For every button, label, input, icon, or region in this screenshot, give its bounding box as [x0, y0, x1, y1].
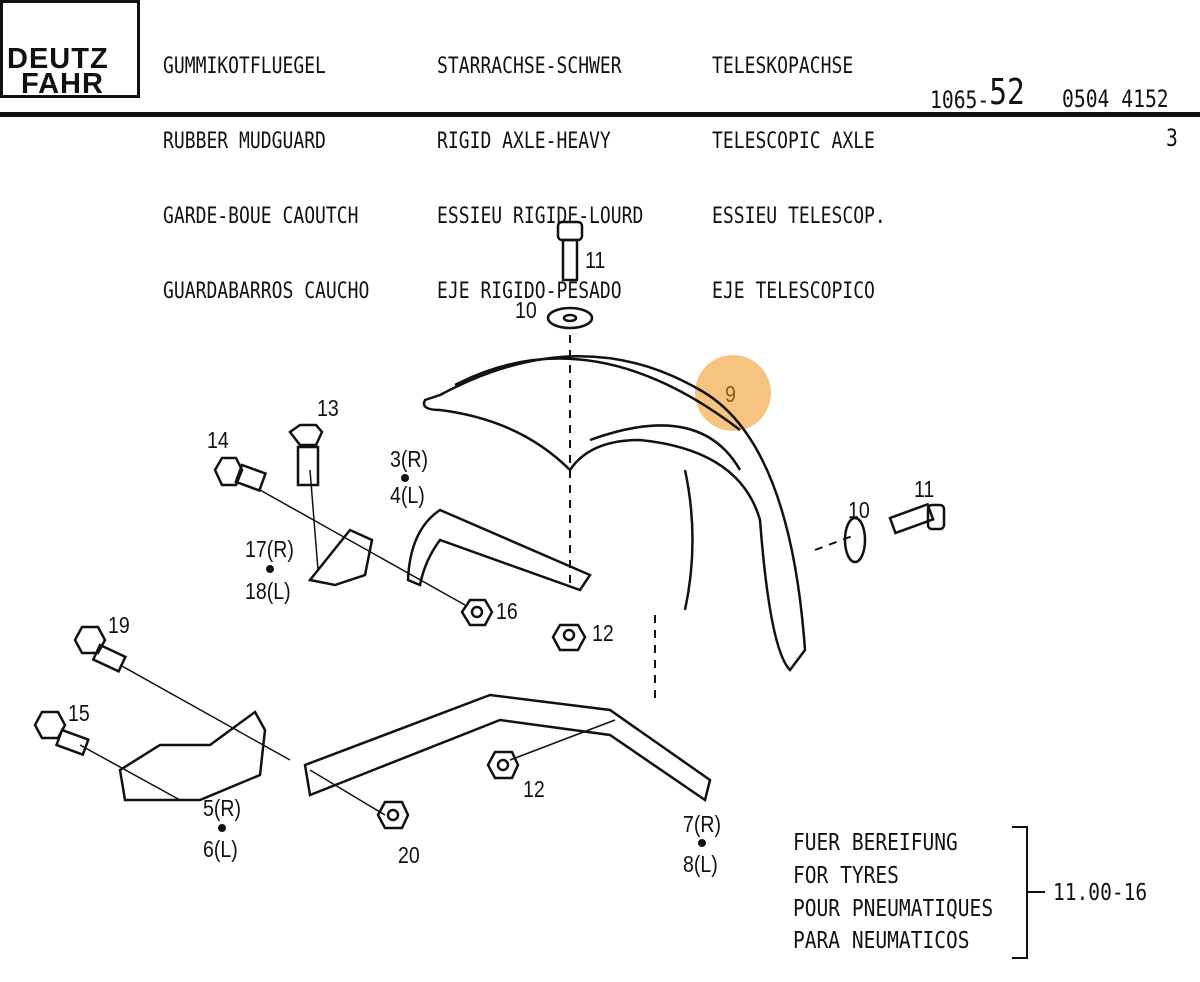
tyres-line: FUER BEREIFUNG — [793, 830, 958, 856]
callout-dot — [218, 824, 226, 832]
callout-8: 8(L) — [683, 851, 718, 877]
callout-11: 11 — [585, 247, 606, 273]
callout-11-right: 11 — [914, 476, 935, 502]
callout-14: 14 — [207, 427, 229, 453]
title-line: TELESKOPACHSE — [712, 54, 854, 79]
title-line: STARRACHSE-SCHWER — [437, 54, 622, 79]
bracket-3-4 — [406, 508, 592, 592]
callout-12-bottom: 12 — [523, 776, 545, 802]
leader-lines — [79, 469, 616, 816]
title-line: EJE TELESCOPICO — [712, 279, 875, 304]
callout-19: 19 — [108, 612, 130, 638]
tyre-size: 11.00-16 — [1053, 880, 1148, 906]
washer-10-right — [843, 516, 867, 564]
callout-6: 6(L) — [203, 836, 238, 862]
washer-10-top — [546, 306, 594, 330]
bolt-13 — [288, 423, 324, 487]
assembly-lines — [569, 335, 856, 700]
bolt-14 — [213, 456, 268, 493]
title-line: RUBBER MUDGUARD — [163, 129, 326, 154]
callout-15: 15 — [68, 700, 90, 726]
group-suffix: 52 — [989, 72, 1025, 113]
tyres-line: POUR PNEUMATIQUES — [793, 896, 994, 922]
callout-10-right: 10 — [848, 497, 870, 523]
bracket-5-6 — [118, 710, 267, 802]
group-prefix: 1065- — [930, 86, 990, 114]
callout-12: 12 — [592, 620, 614, 646]
callout-dot — [266, 565, 274, 573]
title-line: EJE RIGIDO-PESADO — [437, 279, 622, 304]
group-number: 1065-52 — [930, 75, 1025, 114]
callout-5: 5(R) — [203, 795, 242, 821]
callout-20: 20 — [398, 842, 420, 868]
nut-12-bottom — [486, 750, 520, 780]
callout-dot — [401, 474, 409, 482]
tyres-line: PARA NEUMATICOS — [793, 928, 970, 954]
logo-line-1: DEUTZ — [7, 43, 109, 75]
callout-3: 3(R) — [390, 446, 429, 472]
title-line: ESSIEU TELESCOP. — [712, 204, 886, 229]
callout-4: 4(L) — [390, 482, 425, 508]
tyre-bracket — [1012, 826, 1045, 959]
stay-7-8 — [303, 693, 712, 803]
title-line: ESSIEU RIGIDE-LOURD — [437, 204, 644, 229]
callout-10: 10 — [515, 297, 537, 323]
tyres-line: FOR TYRES — [793, 863, 899, 889]
logo-line-2: FAHR — [21, 68, 104, 100]
header-divider — [0, 112, 1200, 117]
axle-type-col: STARRACHSE-SCHWER RIGID AXLE-HEAVY ESSIE… — [437, 4, 643, 354]
bolt-15 — [33, 710, 90, 757]
callout-16: 16 — [496, 598, 518, 624]
part-number: 0504 4152 — [1062, 85, 1169, 113]
callout-17: 17(R) — [245, 536, 294, 562]
callout-18: 18(L) — [245, 578, 291, 604]
title-line: GUMMIKOTFLUEGEL — [163, 54, 326, 79]
telescopic-col: TELESKOPACHSE TELESCOPIC AXLE ESSIEU TEL… — [712, 4, 886, 354]
title-line: RIGID AXLE-HEAVY — [437, 129, 611, 154]
bolt-19 — [73, 625, 128, 673]
bracket-17-18 — [307, 528, 374, 587]
bolt-11-top — [556, 220, 584, 282]
bolt-11-right — [888, 502, 946, 535]
title-german-col: GUMMIKOTFLUEGEL RUBBER MUDGUARD GARDE-BO… — [163, 4, 369, 354]
callout-dot — [698, 839, 706, 847]
nut-12-top — [551, 623, 587, 652]
title-line: GARDE-BOUE CAOUTCH — [163, 204, 359, 229]
callout-13: 13 — [317, 395, 339, 421]
nut-16 — [460, 598, 494, 627]
title-line: GUARDABARROS CAUCHO — [163, 279, 370, 304]
nut-20 — [376, 800, 410, 830]
callout-7: 7(R) — [683, 811, 722, 837]
callout-9-highlighted[interactable]: 9 — [725, 381, 736, 407]
mudguard — [422, 354, 807, 672]
title-line: TELESCOPIC AXLE — [712, 129, 875, 154]
page-number: 3 — [1166, 124, 1178, 152]
deutz-fahr-logo: DEUTZ FAHR — [0, 0, 140, 100]
